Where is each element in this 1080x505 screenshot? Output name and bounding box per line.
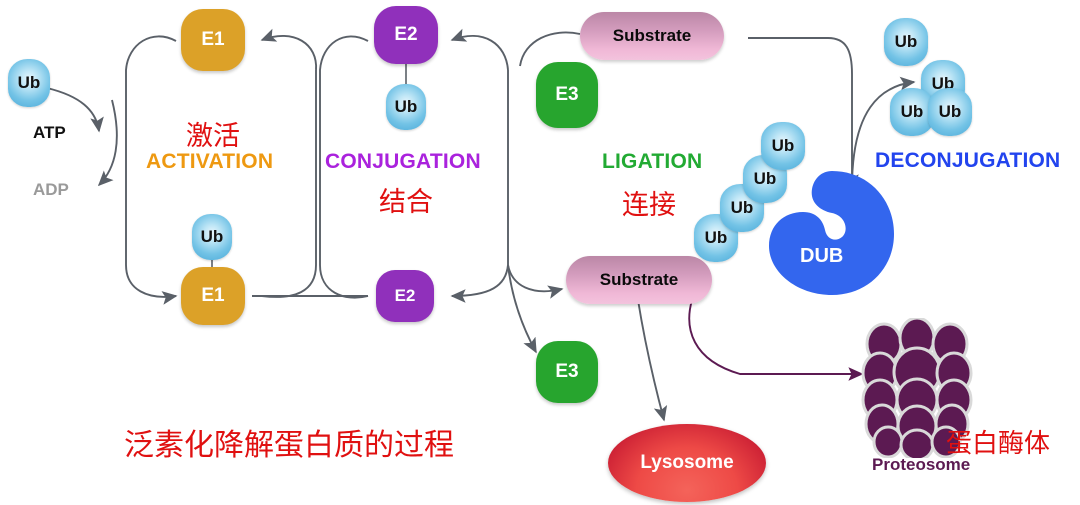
arrow-to-e3-bottom [507, 264, 537, 354]
ub-label: Ub [730, 198, 754, 217]
arrow-into-e2-top [450, 28, 509, 71]
arrow-ub-to-atp [46, 87, 104, 133]
node-e2-top-label: E2 [394, 24, 418, 45]
node-substrate-top-label: Substrate [612, 26, 692, 45]
node-e2-bottom[interactable]: E2 [376, 270, 434, 322]
cofactor-atp-label: ATP [33, 123, 66, 142]
ub-label: Ub [704, 228, 728, 247]
node-e2-top[interactable]: E2 [374, 6, 438, 64]
diagram-caption-cn: 泛素化降解蛋白质的过程 [124, 428, 454, 463]
stage-conjugation-label-cn: 结合 [379, 187, 433, 218]
line-ligation-top-left [519, 31, 581, 67]
dub-label: DUB [800, 245, 844, 267]
ub-label: Ub [900, 102, 924, 121]
arrow-atp-to-adp [97, 99, 118, 187]
cofactor-adp-label: ADP [33, 180, 69, 199]
arrow-into-e1-top [260, 28, 317, 71]
node-e1-bottom[interactable]: E1 [181, 267, 245, 325]
line-activation-right [261, 70, 317, 298]
proteasome-label-cn: 蛋白酶体 [946, 429, 1051, 459]
stage-ligation-label-en: LIGATION [602, 150, 703, 173]
node-e1-top-label: E1 [201, 29, 225, 50]
ub-label: Ub [394, 97, 418, 116]
node-substrate-top[interactable]: Substrate [580, 12, 724, 60]
arrow-to-e2-bottom [450, 264, 509, 303]
ub-chain-link-4[interactable]: Ub [761, 122, 805, 170]
stage-conjugation-label-en: CONJUGATION [325, 150, 481, 173]
ub-badge-released-1[interactable]: Ub [884, 18, 928, 66]
node-e1-top[interactable]: E1 [181, 9, 245, 71]
arrow-dub-to-free-ub [851, 76, 916, 189]
arrow-activation-loop [125, 35, 178, 305]
line-conjugation-left [319, 35, 369, 299]
ub-label: Ub [894, 32, 918, 51]
dub-icon [769, 171, 894, 295]
node-e2-bottom-label: E2 [394, 286, 416, 305]
node-substrate-bottom-label: Substrate [599, 270, 679, 289]
ub-label: Ub [17, 73, 41, 92]
arrow-to-substrate-bottom [507, 264, 564, 299]
stage-activation-label-cn: 激活 [186, 121, 240, 152]
ub-label: Ub [753, 169, 777, 188]
node-e3-bottom-label: E3 [555, 361, 579, 382]
node-e3-top-label: E3 [555, 84, 579, 105]
arrow-dub-to-substrate-top [748, 37, 859, 190]
node-lysosome[interactable]: Lysosome [608, 424, 766, 502]
ub-badge-free-left[interactable]: Ub [8, 59, 50, 107]
ub-label: Ub [771, 136, 795, 155]
node-substrate-bottom[interactable]: Substrate [566, 256, 712, 304]
ub-label: Ub [200, 227, 224, 246]
node-lysosome-label: Lysosome [640, 452, 734, 473]
node-e3-top[interactable]: E3 [536, 62, 598, 128]
proteasome-label: Proteosome [872, 455, 971, 474]
ub-badge-on-e1[interactable]: Ub [192, 214, 232, 260]
stage-ligation-label-cn: 连接 [622, 190, 676, 221]
ub-badge-released-4[interactable]: Ub [928, 88, 972, 136]
ub-label: Ub [938, 102, 962, 121]
arrow-substrate-to-proteasome [688, 299, 864, 381]
arrow-substrate-to-lysosome [637, 299, 668, 422]
stage-deconjugation-label-en: DECONJUGATION [875, 149, 1061, 172]
proteasome-icon [861, 318, 973, 458]
ub-badge-on-e2[interactable]: Ub [386, 84, 426, 130]
node-e1-bottom-label: E1 [201, 285, 225, 306]
node-e3-bottom[interactable]: E3 [536, 341, 598, 403]
stage-activation-label-en: ACTIVATION [146, 150, 274, 173]
